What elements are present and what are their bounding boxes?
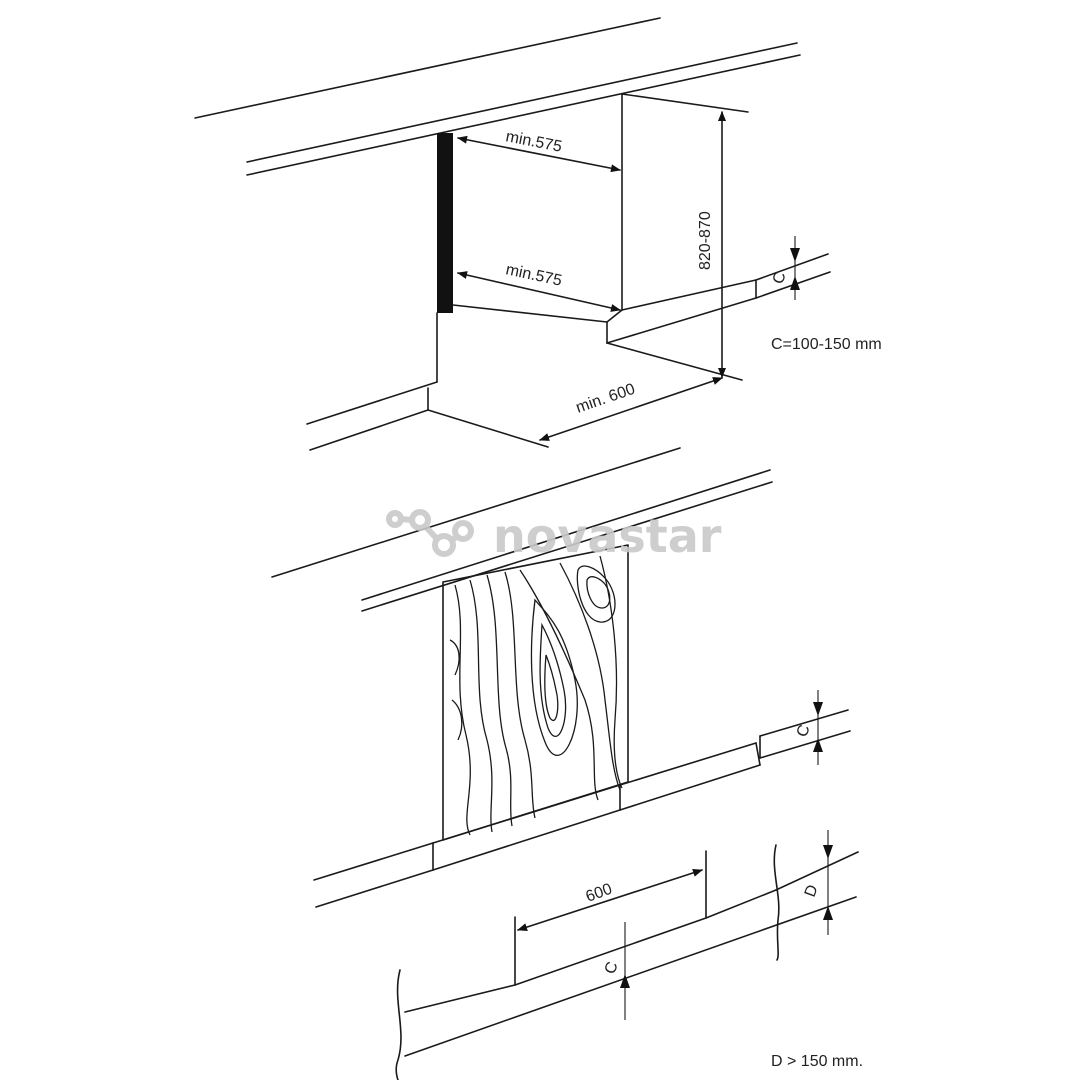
label-width: 600: [584, 881, 615, 906]
figure-2-decor-panel: C: [271, 447, 851, 908]
label-depth: min. 600: [574, 381, 638, 417]
dim-arrow-width: [517, 868, 703, 932]
label-plinth-c: C: [794, 723, 814, 740]
note-d-min: D > 150 mm.: [771, 1053, 863, 1070]
molecule-logo-icon: [386, 509, 474, 557]
wood-grain-texture: [449, 555, 623, 836]
figure-1-niche: min.575 min.575 820-870 min. 600 C C=100…: [194, 17, 882, 451]
label-plinth-c: C: [602, 960, 622, 977]
dim-arrow-top-width: [457, 135, 621, 173]
label-plinth-c: C: [770, 270, 790, 287]
dim-arrow-depth: [539, 377, 723, 441]
wood-panel: [442, 544, 629, 841]
label-top-width: min.575: [504, 128, 563, 156]
watermark: novastar: [386, 509, 722, 563]
watermark-text: novastar: [493, 509, 722, 563]
dim-arrow-lower-width: [457, 271, 621, 312]
side-panel: [437, 133, 453, 313]
note-c-range: C=100-150 mm: [771, 336, 882, 353]
figure-3-plinth-section: 600 C D D > 150 mm.: [395, 830, 863, 1080]
label-depth-d: D: [802, 883, 822, 900]
label-height: 820-870: [697, 211, 714, 270]
